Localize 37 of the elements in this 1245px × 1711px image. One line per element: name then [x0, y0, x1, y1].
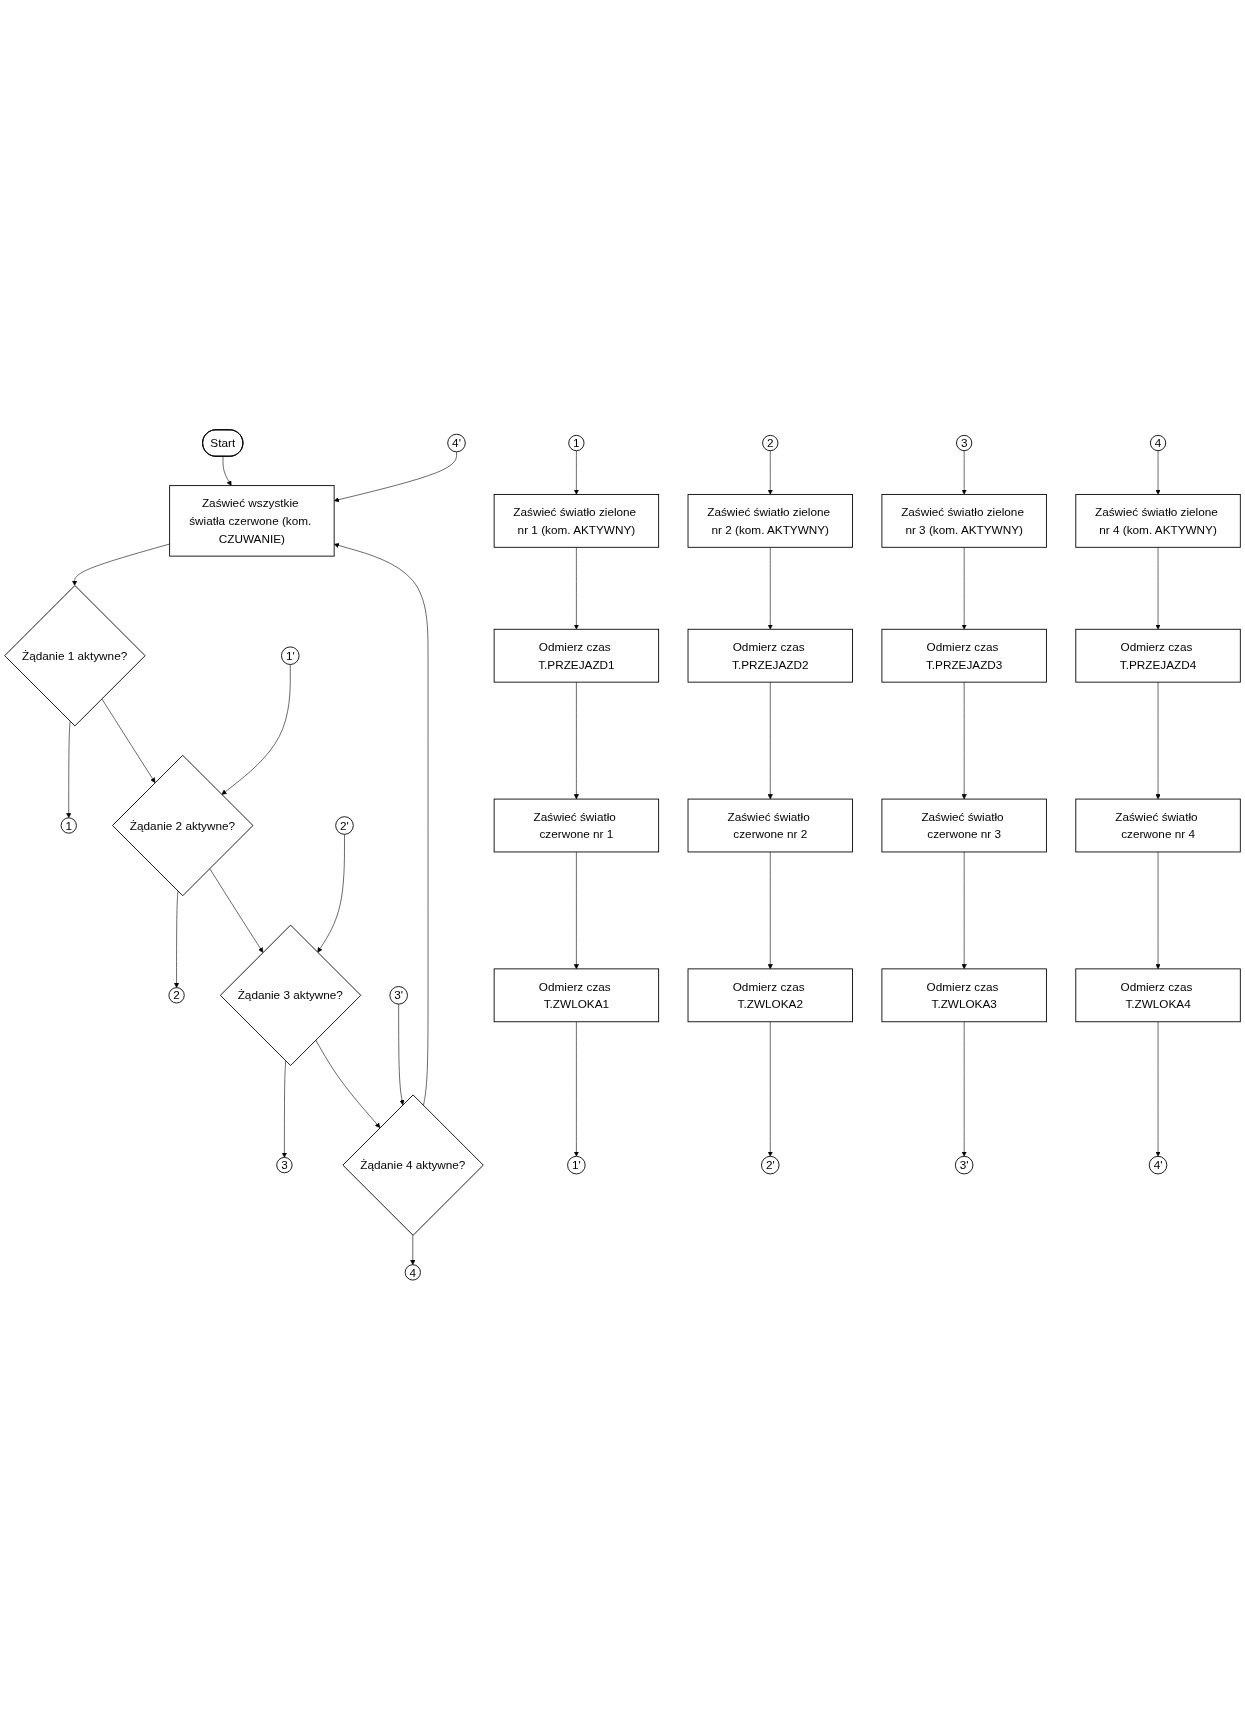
node-box: Odmierz czas T.PRZEJAZD4	[1075, 628, 1241, 683]
node-box: Zaświeć światło zielone nr 2 (kom. AKTYWNY)	[687, 494, 853, 548]
node-circle: 4'	[447, 433, 466, 453]
node-box: Zaświeć światło czerwone nr 3	[881, 798, 1047, 853]
node-circle: 2	[762, 434, 779, 452]
node-box: Zaświeć światło zielone nr 3 (kom. AKTYWNY)	[881, 494, 1047, 548]
node-circle: 4	[404, 1264, 421, 1281]
node-box: Odmierz czas T.PRZEJAZD1	[493, 628, 660, 683]
node-box: Odmierz czas T.ZWLOKA3	[881, 968, 1047, 1023]
node-circle: 3	[276, 1157, 293, 1174]
node-diamond: Żądanie 2 aktywne?	[112, 754, 254, 897]
node-circle: 3'	[954, 1155, 974, 1175]
node-box: Zaświeć światło czerwone nr 1	[493, 798, 660, 853]
node-box: Odmierz czas T.PRZEJAZD3	[881, 628, 1047, 683]
node-circle: 4'	[1148, 1155, 1168, 1175]
node-diamond: Żądanie 3 aktywne?	[219, 924, 362, 1066]
node-box: Zaświeć światło czerwone nr 4	[1075, 798, 1241, 853]
node-diamond: Żądanie 1 aktywne?	[4, 585, 146, 727]
node-box: Odmierz czas T.ZWLOKA2	[687, 968, 853, 1023]
node-circle: 2'	[335, 816, 354, 835]
node-circle: 3'	[389, 986, 408, 1005]
node-circle: 1'	[567, 1155, 586, 1175]
node-box: Zaświeć światło zielone nr 4 (kom. AKTYWNY)	[1075, 494, 1241, 548]
node-circle: 3	[956, 434, 973, 452]
node-circle: 1	[60, 817, 77, 834]
node-box: Zaświeć światło zielone nr 1 (kom. AKTYWNY)	[493, 494, 660, 548]
node-circle: 4	[1149, 434, 1167, 452]
node-circle: 1'	[281, 646, 300, 665]
node-box: Odmierz czas T.ZWLOKA4	[1075, 968, 1241, 1023]
node-box: Zaświeć wszystkie światła czerwone (kom. CZUWANIE)	[169, 485, 335, 557]
node-circle: 2	[168, 987, 185, 1004]
node-box: Odmierz czas T.ZWLOKA1	[493, 968, 660, 1023]
node-circle: 2'	[761, 1155, 780, 1175]
node-circle: 1	[568, 434, 585, 452]
node-diamond: Żądanie 4 aktywne?	[342, 1094, 484, 1236]
node-box: Zaświeć światło czerwone nr 2	[687, 798, 853, 853]
node-box: Odmierz czas T.PRZEJAZD2	[687, 628, 853, 683]
